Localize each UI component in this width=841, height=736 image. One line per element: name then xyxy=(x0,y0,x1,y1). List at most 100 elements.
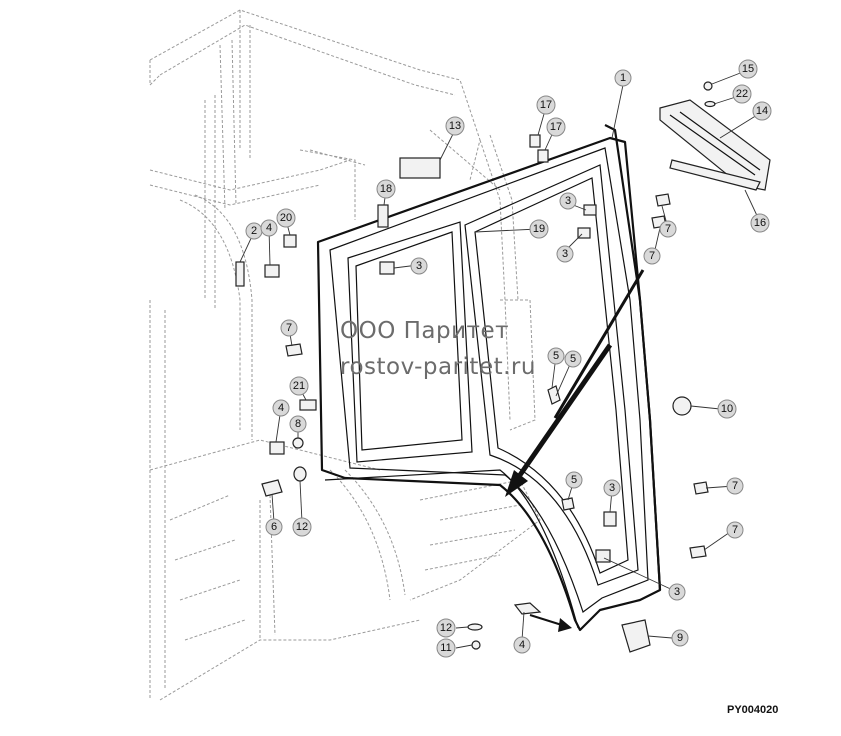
svg-text:9: 9 xyxy=(677,632,683,644)
door-frame xyxy=(316,124,662,632)
callout-7a: 7 xyxy=(280,319,298,337)
seal-strip-part xyxy=(669,159,761,191)
svg-text:5: 5 xyxy=(571,474,577,486)
watermark-company: ООО Паритет xyxy=(340,318,510,344)
nut-8-part xyxy=(292,437,304,449)
bracket-13-part xyxy=(399,157,441,179)
svg-text:4: 4 xyxy=(519,639,525,651)
callout-7b: 7 xyxy=(643,247,661,265)
bolt-7c-part xyxy=(689,545,707,559)
svg-text:3: 3 xyxy=(416,260,422,272)
callout-21: 21 xyxy=(289,376,309,396)
callout-3d: 3 xyxy=(603,479,621,497)
svg-text:21: 21 xyxy=(293,380,305,392)
svg-text:4: 4 xyxy=(278,402,284,414)
bolt-7a-part xyxy=(285,343,303,357)
clip-20-part xyxy=(283,234,297,248)
callout-11: 11 xyxy=(436,638,456,658)
svg-text:7: 7 xyxy=(732,524,738,536)
svg-text:13: 13 xyxy=(449,120,461,132)
bolt-7d-part xyxy=(693,481,709,495)
callout-3b: 3 xyxy=(556,245,574,263)
svg-text:2: 2 xyxy=(251,225,257,237)
roof-plate-part xyxy=(659,99,771,191)
callout-4b: 4 xyxy=(272,399,290,417)
svg-text:18: 18 xyxy=(380,183,392,195)
svg-text:16: 16 xyxy=(754,217,766,229)
clip-17a-part xyxy=(529,134,541,148)
svg-text:8: 8 xyxy=(295,418,301,430)
callout-14: 14 xyxy=(752,101,772,121)
cab-frame-ghost xyxy=(149,9,541,701)
svg-text:14: 14 xyxy=(756,105,768,117)
svg-text:3: 3 xyxy=(562,248,568,260)
svg-text:10: 10 xyxy=(721,403,733,415)
clip-4c-part xyxy=(513,602,542,615)
figure-code: PY004020 xyxy=(727,704,779,716)
svg-text:6: 6 xyxy=(271,521,277,533)
clip-4b-part xyxy=(269,441,285,455)
callout-8: 8 xyxy=(289,415,307,433)
callout-3c: 3 xyxy=(410,257,428,275)
svg-text:11: 11 xyxy=(440,642,451,654)
svg-text:7: 7 xyxy=(286,322,292,334)
callout-12a: 12 xyxy=(292,517,312,537)
callout-3a: 3 xyxy=(559,192,577,210)
callout-7d: 7 xyxy=(726,477,744,495)
callout-4c: 4 xyxy=(513,636,531,654)
pin-5a-part xyxy=(547,385,561,405)
svg-text:7: 7 xyxy=(649,250,655,262)
bracket-18-part xyxy=(377,204,389,228)
callout-4a: 4 xyxy=(260,219,278,237)
svg-text:17: 17 xyxy=(540,99,552,111)
callout-10: 10 xyxy=(717,399,737,419)
bracket-2-part xyxy=(235,261,245,287)
screw-11-part xyxy=(471,640,481,650)
bolt-7e-part xyxy=(655,193,671,207)
callout-17a: 17 xyxy=(536,95,556,115)
svg-text:12: 12 xyxy=(440,622,452,634)
callout-22: 22 xyxy=(732,84,752,104)
svg-text:12: 12 xyxy=(296,521,308,533)
washer-12a-part xyxy=(293,466,307,482)
svg-text:4: 4 xyxy=(266,222,272,234)
svg-text:1: 1 xyxy=(620,72,626,84)
grommet-10-part xyxy=(672,396,692,416)
screw-15-part xyxy=(703,81,713,91)
svg-text:15: 15 xyxy=(742,63,754,75)
callout-19: 19 xyxy=(529,219,549,239)
clip-3c-part xyxy=(379,261,395,275)
svg-text:3: 3 xyxy=(565,195,571,207)
svg-text:5: 5 xyxy=(570,353,576,365)
callout-18: 18 xyxy=(376,179,396,199)
callout-16: 16 xyxy=(750,213,770,233)
direction-arrows xyxy=(505,269,645,632)
svg-text:3: 3 xyxy=(674,586,680,598)
svg-text:7: 7 xyxy=(732,480,738,492)
callout-5a: 5 xyxy=(547,347,565,365)
callout-6: 6 xyxy=(265,518,283,536)
callout-7e: 7 xyxy=(659,220,677,238)
foot-pad-9-part xyxy=(621,619,651,653)
clip-17b-part xyxy=(537,149,549,163)
callout-20: 20 xyxy=(276,208,296,228)
callout-1: 1 xyxy=(614,69,632,87)
pin-6-part xyxy=(261,479,283,497)
svg-text:17: 17 xyxy=(550,121,562,133)
clip-3b-part xyxy=(577,227,591,239)
clip-3d-part xyxy=(603,511,617,527)
callout-5b: 5 xyxy=(564,350,582,368)
callout-7c: 7 xyxy=(726,521,744,539)
clip-21-part xyxy=(299,399,317,411)
callout-15: 15 xyxy=(738,59,758,79)
callout-12b: 12 xyxy=(436,618,456,638)
clip-4a-part xyxy=(264,264,280,278)
callout-3e: 3 xyxy=(668,583,686,601)
washer-12b-part xyxy=(467,623,483,631)
svg-text:3: 3 xyxy=(609,482,615,494)
clip-3a-part xyxy=(583,204,597,216)
watermark-url: rostov-paritet.ru xyxy=(340,354,536,380)
svg-text:19: 19 xyxy=(533,223,545,235)
callout-13: 13 xyxy=(445,116,465,136)
